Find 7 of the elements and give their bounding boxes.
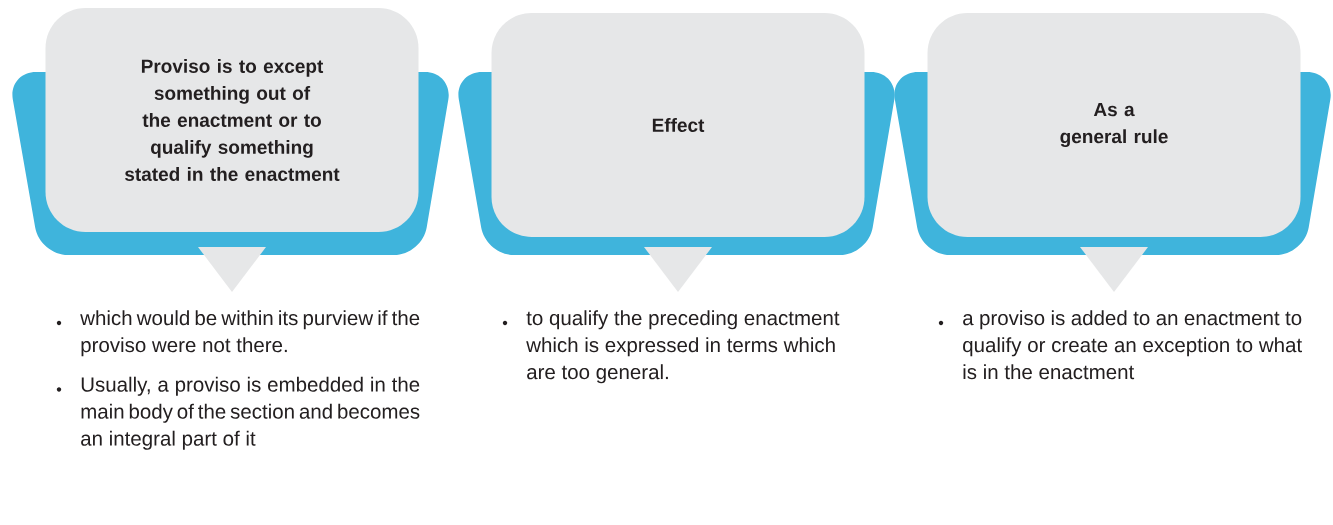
bullet-item: Usually, a proviso is embedded in the main body of the section and becomes an integral part of it <box>81 376 420 450</box>
title-card: Effect <box>491 13 865 237</box>
bullet-item: a proviso is added to an enactment to qualify or create an exception to what is in the enactment <box>963 310 1302 380</box>
title-card: Proviso is to except something out of the enactment or to qualify something stated in the enactment <box>45 8 419 232</box>
title-card: As a general rule <box>927 13 1301 237</box>
bullet-item: to qualify the preceding enactment which is expressed in terms which are too general. <box>526 310 840 384</box>
bullet-item: which would be within its purview if the proviso were not there. <box>80 310 420 357</box>
